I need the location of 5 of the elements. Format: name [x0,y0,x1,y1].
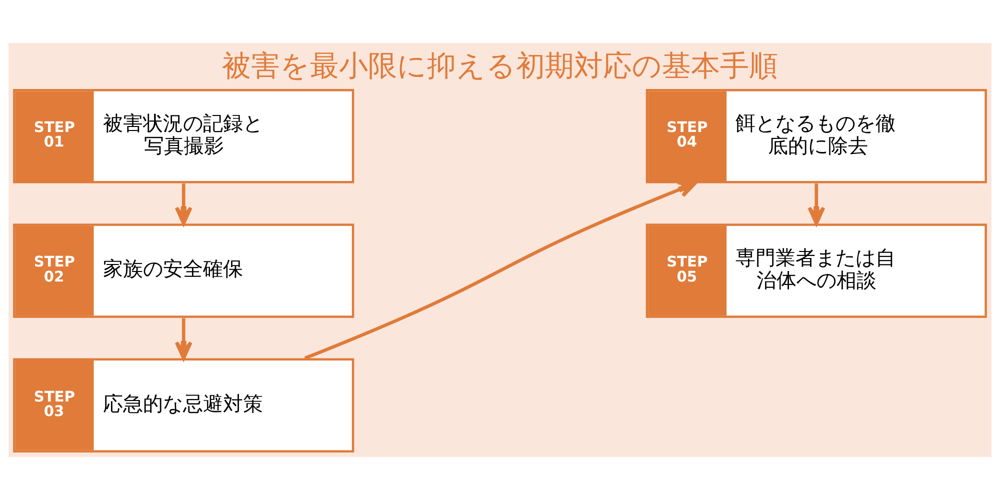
diagram-title: 被害を最小限に抑える初期対応の基本手順 [222,48,778,82]
arrow [174,318,192,360]
arrow [808,184,826,226]
arrow [174,184,192,226]
arrow [304,180,697,360]
